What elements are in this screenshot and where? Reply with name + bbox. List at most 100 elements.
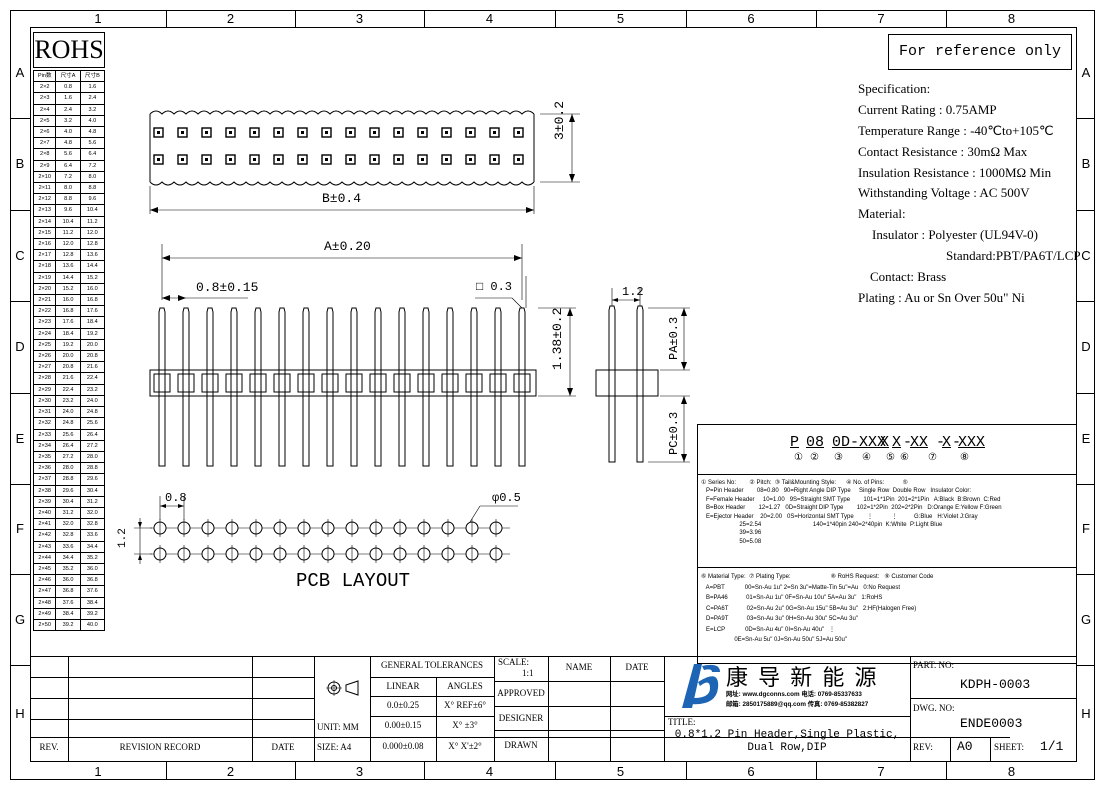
table-cell: 2×11: [32, 182, 57, 195]
grid-tick: [1077, 665, 1095, 666]
pin-square-outer: [273, 127, 284, 138]
revision-record-label: REVISION RECORD: [119, 742, 201, 752]
table-cell: 27.2: [79, 439, 106, 452]
spec-line: Standard:PBT/PA6T/LCP: [946, 248, 1081, 263]
table-cell: 2×33: [32, 428, 57, 441]
part-code-number: ④: [862, 452, 871, 463]
table-cell: 1.6: [55, 92, 81, 105]
table-cell: 31.2: [79, 495, 106, 508]
legend-line: ① Series No: ② Pitch: ③ Tail&Mounting St…: [701, 480, 908, 486]
tb-line: [548, 656, 549, 762]
pin: [422, 307, 430, 467]
grid-tick: [555, 762, 556, 780]
table-cell: 16.0: [79, 282, 106, 296]
spec-line: Insulation Resistance : 1000MΩ Min: [858, 165, 1052, 180]
table-cell: 15.2: [79, 271, 106, 284]
table-cell: 15.2: [55, 282, 81, 296]
grid-col-top: 8: [1007, 11, 1016, 26]
grid-tick: [295, 10, 296, 27]
pin: [350, 307, 358, 467]
table-cell: 2×41: [32, 518, 57, 531]
grid-row-right: C: [1081, 247, 1091, 263]
legend-line: ⑥ Material Type: ⑦ Plating Type: ⑧ RoHS …: [701, 574, 934, 580]
side-view: [595, 288, 690, 463]
pin-square-outer: [369, 127, 380, 138]
legend-line: B=Box Header 12=1.27 0D=Straight DIP Typ…: [701, 505, 1002, 512]
table-cell: 19.2: [55, 338, 81, 352]
grid-row-left: F: [16, 521, 24, 536]
grid-tick: [10, 301, 30, 302]
table-cell: 35.2: [79, 551, 106, 564]
part-code-number: ⑧: [960, 452, 969, 463]
table-cell: 5.6: [79, 137, 106, 150]
grid-tick: [686, 762, 687, 780]
tb-line: [370, 656, 371, 762]
sheet-value: 1/1: [1040, 739, 1064, 754]
dim-pcb-row: 1.2: [117, 528, 129, 548]
tb-line: [370, 677, 494, 678]
grid-row-left: E: [15, 430, 25, 446]
table-cell: 2×27: [32, 361, 57, 374]
pin-square-inner: [181, 131, 184, 134]
date-label: DATE: [271, 742, 295, 752]
grid-row-right: E: [1081, 430, 1091, 446]
table-cell: 18.4: [55, 327, 81, 340]
legend-line: A=PBT 00=Sn-Au 1u" 2=Sn 3u"=Matte-Tin 5u…: [701, 584, 901, 591]
grid-tick: [295, 762, 296, 780]
grid-tick: [424, 762, 425, 780]
pin-housing-cell: [249, 373, 267, 393]
table-cell: 2×23: [32, 316, 57, 329]
grid-tick: [166, 762, 167, 780]
table-cell: 30.4: [79, 484, 106, 497]
grid-tick: [946, 762, 947, 780]
pin-housing-cell: [225, 373, 243, 393]
company-logo: [682, 664, 720, 708]
grid-col-top: 7: [877, 11, 885, 26]
pin-square-outer: [465, 154, 476, 165]
pin-square-outer: [201, 127, 212, 138]
pin-housing-cell: [177, 373, 195, 393]
table-cell: 24.8: [79, 406, 106, 419]
table-cell: 19.2: [79, 327, 106, 340]
table-cell: 39.2: [55, 618, 81, 632]
table-cell: 2×40: [32, 506, 57, 520]
table-cell: 4.8: [55, 137, 81, 150]
spec-line: Insulator : Polyester (UL94V-0): [872, 227, 1038, 242]
part-code-segment: X: [942, 434, 952, 451]
table-cell: 2×47: [32, 585, 57, 598]
pin-square-outer: [393, 127, 404, 138]
tb-line: [494, 706, 664, 707]
table-cell: 6.4: [55, 159, 81, 172]
tb-line: [252, 656, 253, 762]
table-cell: 2×15: [32, 226, 57, 240]
table-cell: 2×22: [32, 305, 57, 318]
table-cell: 2×29: [32, 383, 57, 396]
size-label: SIZE: A4: [317, 742, 352, 752]
table-cell: 32.0: [79, 506, 106, 520]
pin-square-outer: [513, 127, 524, 138]
table-cell: 33.6: [55, 540, 81, 553]
part-code-frame: [697, 424, 1077, 664]
table-cell: 2×38: [32, 484, 57, 497]
pin-square-inner: [301, 158, 304, 161]
table-cell: 36.8: [55, 585, 81, 598]
dim-pcb-hole: φ0.5: [492, 491, 521, 505]
pin-square-outer: [153, 127, 164, 138]
tb-line: [990, 737, 991, 762]
